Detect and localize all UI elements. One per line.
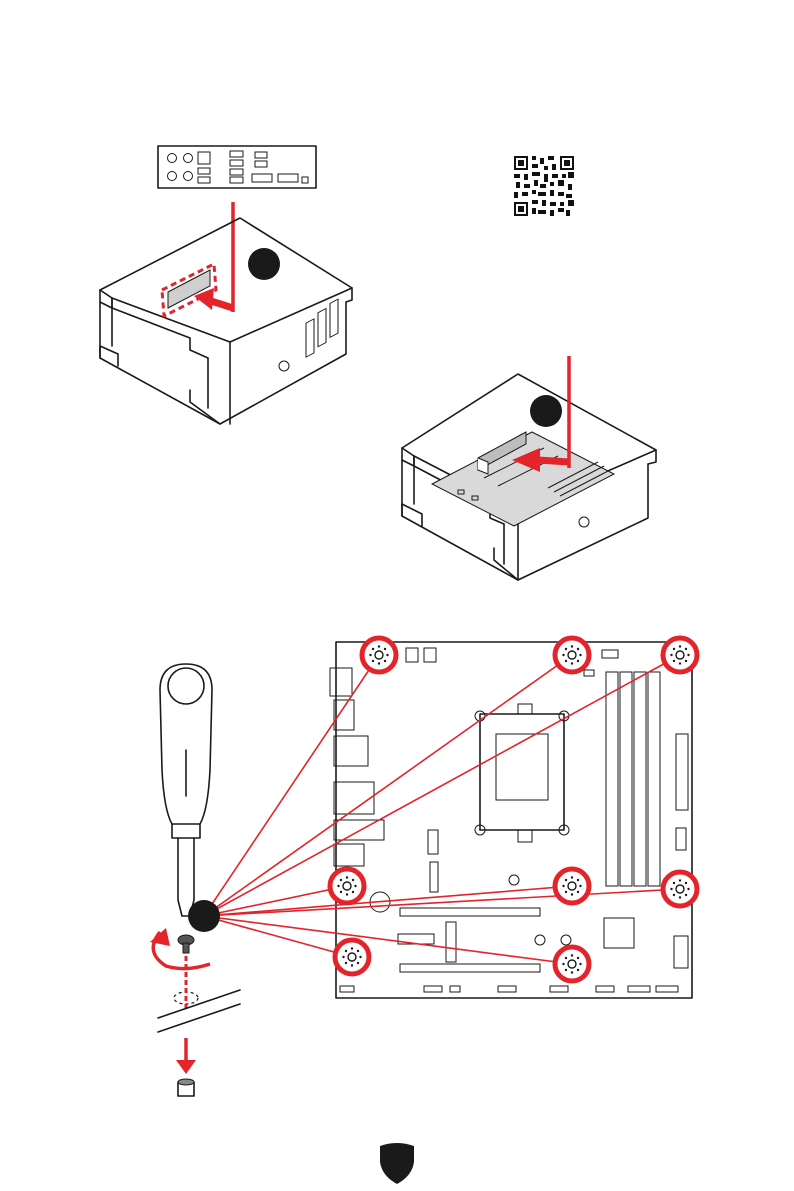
screw-point-7 (335, 940, 369, 974)
screw-line-6 (204, 889, 680, 916)
screw-point-8 (555, 947, 589, 981)
screw-point-3 (663, 638, 697, 672)
screw-point-5 (555, 869, 589, 903)
screw-point-6 (663, 872, 697, 906)
screw-point-4 (330, 869, 364, 903)
step-3-badge (188, 900, 220, 932)
screw-line-5 (204, 886, 572, 916)
screw-line-3 (204, 655, 680, 916)
brand-logo (378, 1140, 416, 1184)
screw-line-2 (204, 655, 572, 916)
screw-point-2 (555, 638, 589, 672)
screw-line-7 (204, 916, 352, 957)
screw-point-1 (362, 638, 396, 672)
screw-line-8 (204, 916, 572, 964)
shield-logo-icon (378, 1140, 416, 1184)
